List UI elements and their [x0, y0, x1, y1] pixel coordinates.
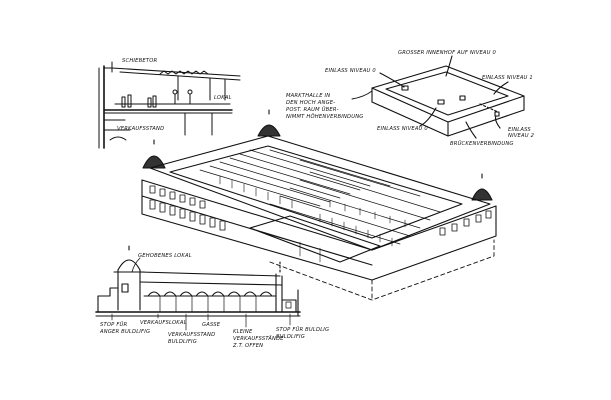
label-markthalle-4: NIMMT HÖHENVERBINDUNG: [286, 113, 364, 120]
section-leader-lines: [111, 313, 291, 331]
label-stop-b-1: STOP FÜR BULDLIG: [276, 326, 329, 333]
label-kleine-2: VERKAUFSSTÄNDE: [233, 335, 284, 342]
label-markthalle-2: DEN HOCH ANGE-: [286, 100, 335, 106]
label-lokal-top: LOKAL: [214, 95, 232, 101]
label-kleine-1: KLEINE: [233, 329, 253, 335]
label-einlass-niveau-2-a: EINLASS: [508, 127, 531, 133]
label-gasse: GASSE: [202, 322, 221, 328]
label-stop-a-1: STOP FÜR: [100, 321, 128, 328]
label-grosser-innenhof: GROSSER INNENHOF AUF NIVEAU 0: [398, 50, 497, 56]
label-schiebetor: SCHIEBETOR: [122, 58, 158, 64]
label-verkaufsstand-2: BULDLIFIG: [168, 339, 197, 345]
label-bruckenverbindung: BRÜCKENVERBINDUNG: [450, 140, 514, 147]
markthalle-arrow: [351, 90, 373, 100]
label-verkaufslokal: VERKAUFSLOKAL: [140, 320, 187, 326]
label-einlass-niveau-0-top: EINLASS NIVEAU 0: [325, 68, 376, 74]
market-hall-axonometric: [141, 109, 497, 301]
gehobenes-lokal-arrow: [131, 257, 141, 273]
label-markthalle-1: MARKTHALLE IN: [286, 93, 330, 99]
label-stop-b-2: BULDLIFIG: [276, 334, 305, 340]
section-detail-top-left: [98, 61, 241, 149]
label-verkaufsstand-1: VERKAUFSSTAND: [168, 332, 215, 338]
label-gehobenes-lokal: GEHOBENES LOKAL: [138, 253, 192, 259]
label-einlass-niveau-2-b: NIVEAU 2: [508, 133, 534, 139]
label-einlass-niveau-0-mid: EINLASS NIVEAU 0: [377, 126, 428, 132]
label-einlass-niveau-1: EINLASS NIVEAU 1: [482, 75, 533, 81]
label-kleine-3: Z.T. OFFEN: [232, 343, 263, 349]
longitudinal-section: [95, 245, 301, 317]
label-markthalle-3: POST. RAUM ÜBER-: [286, 106, 339, 113]
label-verkaufsstand-top: VERKAUFSSTAND: [117, 126, 164, 132]
label-stop-a-2: ANGER BULDLIFIG: [99, 329, 150, 335]
courtyard-box-diagram: [371, 55, 525, 139]
